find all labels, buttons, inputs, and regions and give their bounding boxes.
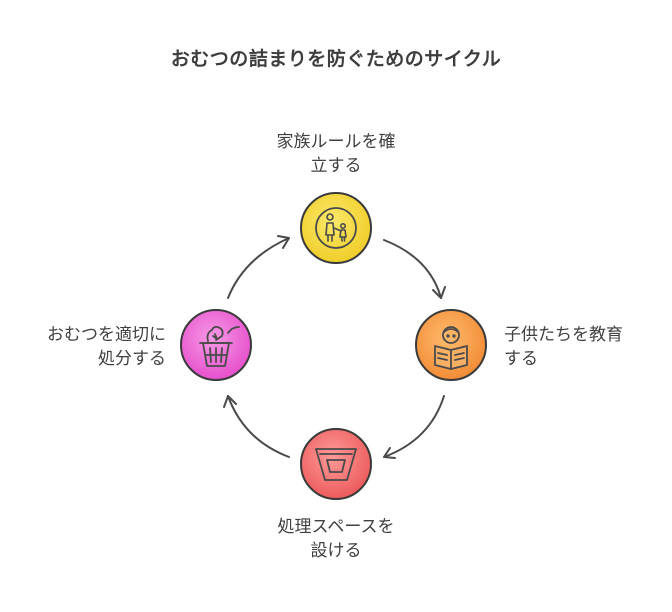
reading-child-icon bbox=[434, 326, 468, 370]
arrow-bottom-to-left bbox=[227, 395, 290, 458]
step-label-space-line1: 処理スペースを bbox=[277, 517, 395, 537]
arrow-right-to-bottom bbox=[383, 395, 445, 458]
step-label-space-line2: 設ける bbox=[310, 541, 362, 561]
arrow-head-right-to-bottom bbox=[383, 447, 396, 459]
step-node-dispose bbox=[180, 309, 252, 381]
step-label-rules-line2: 立する bbox=[310, 156, 362, 176]
step-label-dispose: おむつを適切に 処分する bbox=[8, 323, 166, 371]
arrow-head-top-to-right bbox=[432, 286, 446, 299]
step-label-space: 処理スペースを 設ける bbox=[236, 515, 436, 563]
trash-basket-icon bbox=[199, 325, 240, 367]
step-label-educate-line2: する bbox=[504, 349, 538, 369]
step-label-educate-line1: 子供たちを教育 bbox=[504, 325, 623, 345]
diagram-title: おむつの詰まりを防ぐためのサイクル bbox=[170, 48, 502, 70]
arrow-top-to-right bbox=[383, 239, 442, 299]
step-label-educate: 子供たちを教育 する bbox=[504, 323, 664, 371]
disposal-bin-icon bbox=[315, 448, 357, 481]
step-node-space bbox=[300, 428, 372, 500]
arrow-head-left-to-top bbox=[277, 235, 290, 249]
step-node-rules bbox=[300, 192, 372, 264]
step-label-rules-line1: 家族ルールを確 bbox=[276, 132, 396, 152]
parent-child-icon bbox=[315, 207, 357, 249]
step-label-rules: 家族ルールを確 立する bbox=[236, 130, 436, 178]
step-label-dispose-line1: おむつを適切に bbox=[47, 325, 166, 345]
arrow-head-bottom-to-left bbox=[223, 395, 237, 408]
step-label-dispose-line2: 処分する bbox=[98, 349, 166, 369]
arrow-left-to-top bbox=[227, 237, 290, 299]
step-node-educate bbox=[415, 309, 487, 381]
